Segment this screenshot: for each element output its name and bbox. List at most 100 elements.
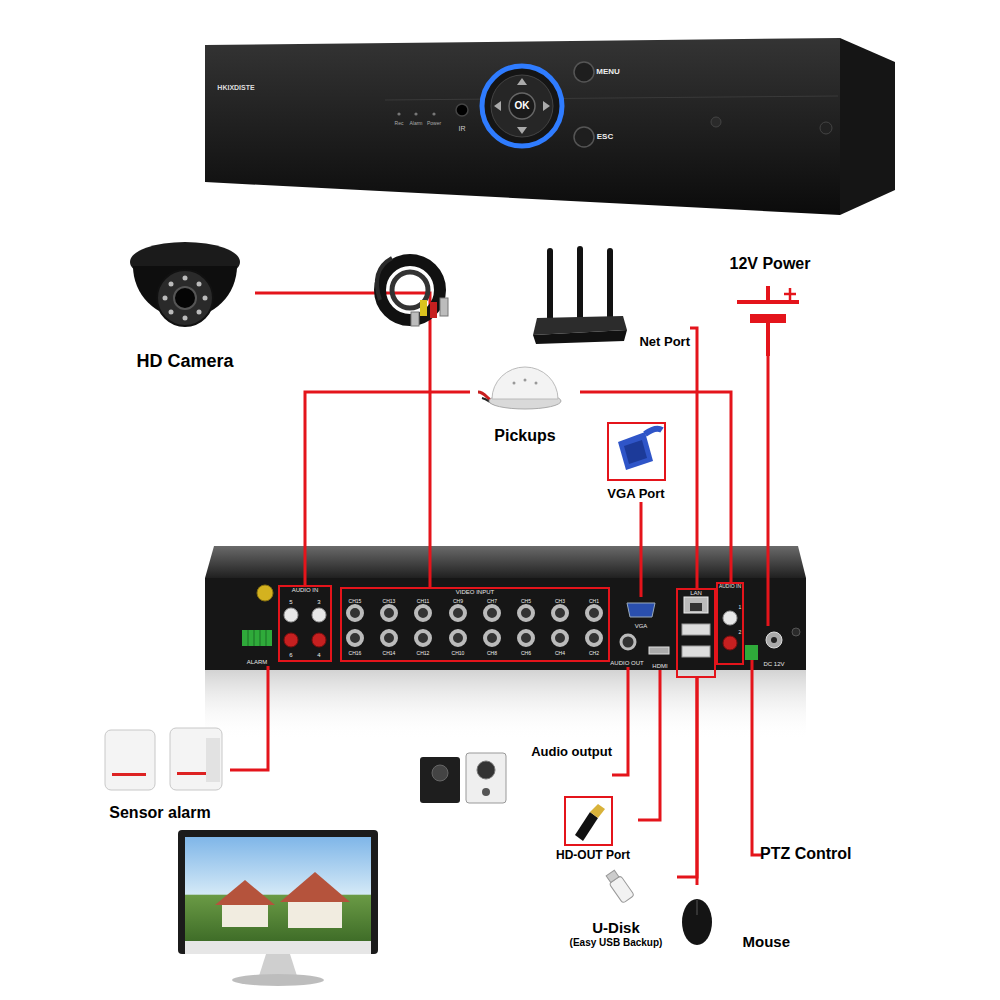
wire-connector [612,667,628,775]
mic-hole [535,382,538,385]
bnc-connector [553,606,567,620]
part-label: MENU [596,68,620,76]
bnc-connector [451,631,465,645]
monitor-bezel [178,830,378,954]
ir-led [169,310,174,315]
picture-frame [608,423,665,480]
nav-arrow [494,101,501,111]
pir-sensor [105,730,155,790]
part-label: CH7 [487,599,497,604]
nav-arrow [543,101,550,111]
ground-screw [257,585,273,601]
nav-pad [491,75,553,137]
rca-jack-white [312,608,326,622]
screw [792,628,800,636]
rca-plug-red [430,302,437,318]
bnc-connector [587,606,601,620]
mic-hole [524,379,527,382]
lan-socket [684,597,708,613]
dvr-top-face [205,546,806,578]
device-label-box: Net Port [530,240,690,350]
part-label: HKIXDISTE [217,84,254,91]
wire-connector [696,678,699,885]
alarm-terminal [242,630,272,646]
node-text: AUDIO IN [719,584,741,590]
port-box: DC 12V [758,626,790,668]
part-label: Rec [395,121,404,126]
bnc-connector [451,606,465,620]
hdmi-plug [575,812,598,841]
node-text: Sensor alarm [109,804,210,822]
wire-connector [255,293,430,587]
part-label: CH6 [521,651,531,656]
part-label: CH2 [589,651,599,656]
mouse-seam [697,900,698,915]
house-wall [222,905,268,927]
ir-led [163,296,168,301]
bnc-connector [485,606,499,620]
pir-sensor [170,728,222,790]
part-label: Power [427,121,441,126]
node-text: Net Port [639,335,690,350]
usb-socket [682,624,710,635]
power-lead [766,286,770,302]
house-roof [215,880,275,905]
battery-plate [737,300,799,304]
ir-led [203,296,208,301]
router-antenna [577,246,583,320]
speaker-driver [432,765,448,781]
part-label: CH1 [589,599,599,604]
mouse-body [682,899,712,945]
part-label: CH3 [555,599,565,604]
speaker-driver [482,788,490,796]
rca-jack-red [312,633,326,647]
dvr-front-face [205,38,840,215]
usb-stick [605,869,635,903]
bnc-connector [382,606,396,620]
node-text: Audio output [531,745,612,760]
part-label: CH9 [453,599,463,604]
ptz-terminal [745,645,758,660]
wire-connector [767,355,770,626]
monitor-foot [232,974,324,986]
part-label: CH12 [417,651,430,656]
cable-coil [380,260,440,320]
wire-connector [690,328,697,588]
pir-side [206,738,220,782]
node-text: HDMI [652,663,667,670]
ir-led [183,276,188,281]
part-label: 4 [317,652,320,658]
dc-jack-pin [771,637,777,643]
hdmi-plug-tip [590,804,605,818]
dvr-side-face [840,38,895,215]
node-text: LAN [690,590,702,597]
speaker-driver [477,761,495,779]
router-antenna [607,248,613,320]
nav-arrow [517,127,527,134]
port-box: ALARM [236,626,278,666]
node-text: Pickups [494,427,555,445]
bnc-connector [348,606,362,620]
node-text: Mouse [742,933,790,950]
camera-lens-ring [157,270,213,326]
part-label: 5 [289,599,292,605]
dvr-rear-face [205,578,806,670]
vga-plug-face [624,440,647,464]
audio-out-jack [621,635,635,649]
part-label: CH8 [487,651,497,656]
bnc-plug [440,298,448,316]
part-label: IR [459,125,466,132]
house-wall [288,902,342,928]
battery-plate [750,314,786,323]
part-label: CH5 [521,599,531,604]
device-label-box: U-Disk(Easy USB Backup) [555,868,677,948]
device-label-box: HD-OUT Port [548,795,638,863]
part-label: CH16 [349,651,362,656]
bnc-connector [416,606,430,620]
wire-connector [640,502,643,597]
ir-led [183,316,188,321]
vga-plug [618,432,653,470]
wire-connector [677,678,697,877]
device-label-box: Sensor alarm [90,720,230,822]
